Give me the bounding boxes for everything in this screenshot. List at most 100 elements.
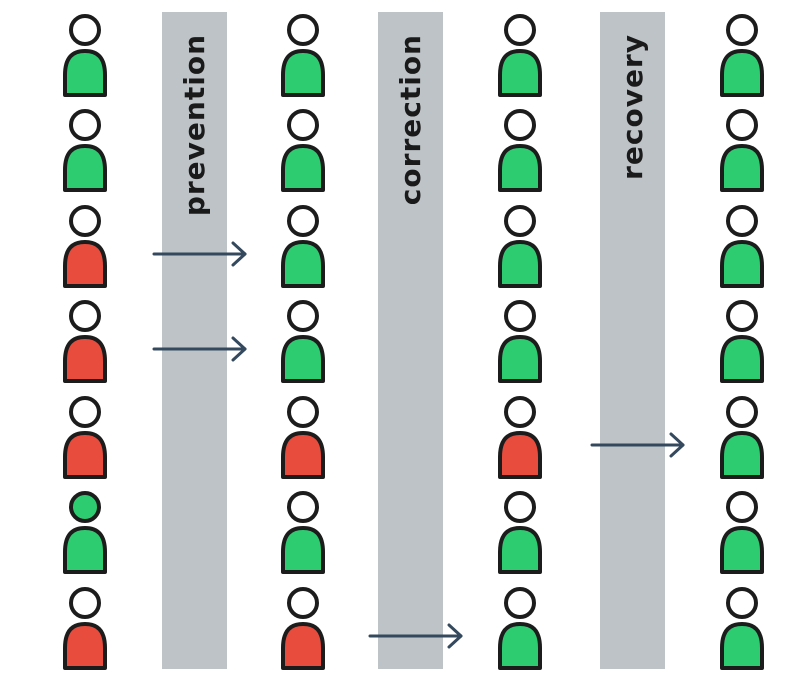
people-column [720, 14, 764, 670]
person-body [63, 622, 107, 670]
arrow-right-icon [368, 623, 463, 649]
person-icon [63, 491, 107, 574]
person-icon [281, 587, 325, 670]
person-icon [281, 300, 325, 383]
person-body [498, 622, 542, 670]
person-icon [63, 300, 107, 383]
person-icon [498, 396, 542, 479]
person-head [287, 300, 319, 332]
arrow-head [231, 336, 247, 362]
person-icon [63, 109, 107, 192]
person-icon [281, 109, 325, 192]
person-body [63, 431, 107, 479]
person-body [63, 335, 107, 383]
person-body [720, 49, 764, 97]
person-icon [63, 587, 107, 670]
stage-band-correction [378, 12, 443, 669]
person-icon [281, 491, 325, 574]
person-icon [63, 396, 107, 479]
person-head [726, 396, 758, 428]
person-icon [63, 205, 107, 288]
person-icon [498, 491, 542, 574]
person-head [69, 300, 101, 332]
person-body [281, 622, 325, 670]
stage-bands [162, 12, 665, 669]
person-body [63, 144, 107, 192]
person-icon [281, 205, 325, 288]
person-icon [720, 300, 764, 383]
person-head [287, 205, 319, 237]
person-head [504, 587, 536, 619]
person-icon [498, 300, 542, 383]
arrow-right-icon [152, 336, 247, 362]
person-head [69, 491, 101, 523]
person-body [281, 526, 325, 574]
person-body [63, 240, 107, 288]
person-body [281, 431, 325, 479]
person-icon [281, 396, 325, 479]
person-body [498, 240, 542, 288]
people-column [63, 14, 107, 670]
person-body [720, 144, 764, 192]
person-head [69, 587, 101, 619]
people-column [281, 14, 325, 670]
person-body [63, 526, 107, 574]
arrow-right-icon [152, 241, 247, 267]
person-body [281, 49, 325, 97]
person-body [498, 144, 542, 192]
person-head [726, 14, 758, 46]
person-body [720, 240, 764, 288]
person-icon [498, 14, 542, 97]
person-body [498, 431, 542, 479]
arrow-head [669, 432, 685, 458]
person-icon [281, 14, 325, 97]
person-head [287, 396, 319, 428]
person-head [287, 14, 319, 46]
person-head [69, 14, 101, 46]
stage-label-prevention: prevention [178, 34, 211, 216]
person-icon [720, 109, 764, 192]
person-body [498, 335, 542, 383]
person-head [726, 205, 758, 237]
person-icon [720, 491, 764, 574]
person-icon [498, 205, 542, 288]
person-body [281, 240, 325, 288]
people-column [498, 14, 542, 670]
person-icon [720, 14, 764, 97]
person-head [287, 109, 319, 141]
person-head [726, 491, 758, 523]
person-body [498, 526, 542, 574]
person-head [504, 14, 536, 46]
person-icon [720, 587, 764, 670]
stage-band-prevention [162, 12, 227, 669]
arrow-head [231, 241, 247, 267]
stage-label-recovery: recovery [616, 34, 649, 180]
person-head [726, 587, 758, 619]
person-body [281, 335, 325, 383]
stage-labels: prevention correction recovery [178, 34, 649, 216]
person-body [720, 335, 764, 383]
person-head [69, 109, 101, 141]
transition-arrows [152, 241, 685, 649]
person-icon [720, 205, 764, 288]
person-head [504, 300, 536, 332]
person-head [504, 491, 536, 523]
person-body [281, 144, 325, 192]
person-icon [498, 587, 542, 670]
arrow-right-icon [590, 432, 685, 458]
person-head [287, 587, 319, 619]
people-columns [63, 14, 764, 670]
person-head [726, 300, 758, 332]
person-body [498, 49, 542, 97]
person-body [63, 49, 107, 97]
person-head [504, 396, 536, 428]
arrow-head [447, 623, 463, 649]
person-body [720, 431, 764, 479]
person-head [69, 396, 101, 428]
person-head [287, 491, 319, 523]
person-head [504, 205, 536, 237]
person-body [720, 622, 764, 670]
person-head [504, 109, 536, 141]
stage-label-correction: correction [394, 34, 427, 205]
